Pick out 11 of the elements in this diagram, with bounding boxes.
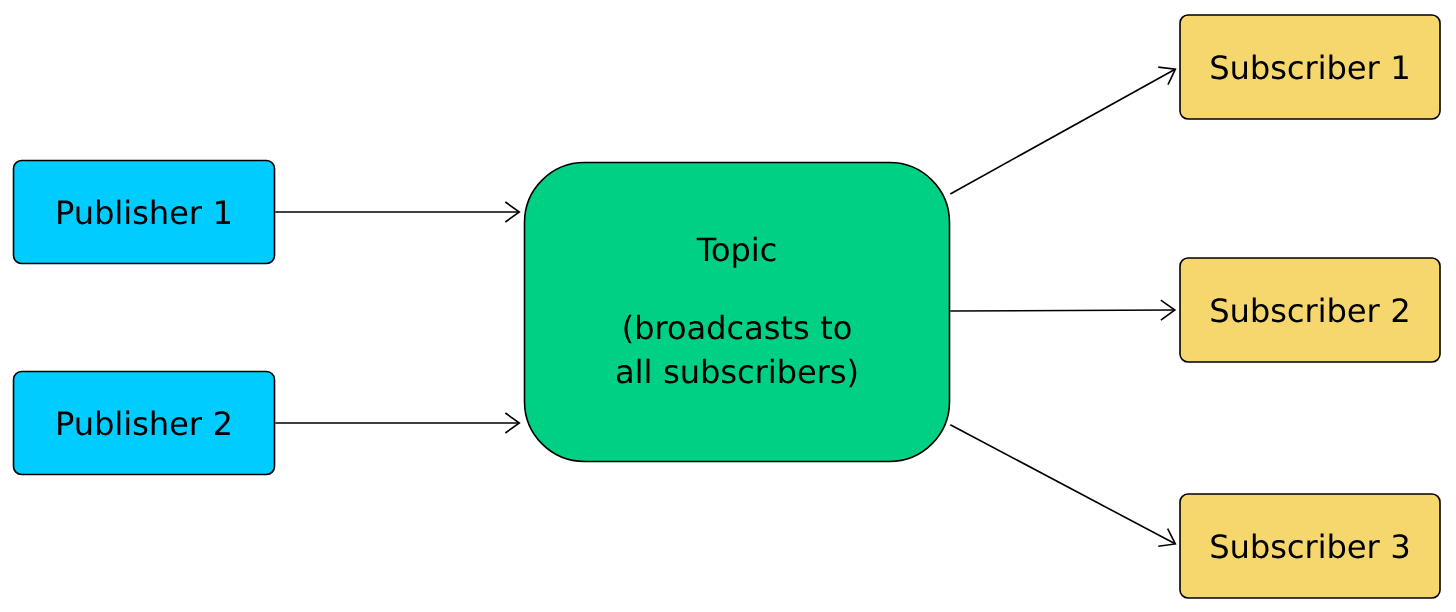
subscriber-box: Subscriber 1 [1179, 14, 1441, 120]
subscriber-box: Subscriber 2 [1179, 257, 1441, 363]
subscriber-box: Subscriber 3 [1179, 493, 1441, 599]
arrow [949, 66, 1177, 195]
arrow [949, 423, 1177, 548]
arrow [274, 412, 521, 434]
topic-box: Topic (broadcasts to all subscribers) [523, 161, 951, 463]
publisher-box: Publisher 2 [12, 370, 276, 476]
arrow [949, 299, 1177, 321]
arrow [274, 201, 521, 223]
publisher-box: Publisher 1 [12, 159, 276, 265]
